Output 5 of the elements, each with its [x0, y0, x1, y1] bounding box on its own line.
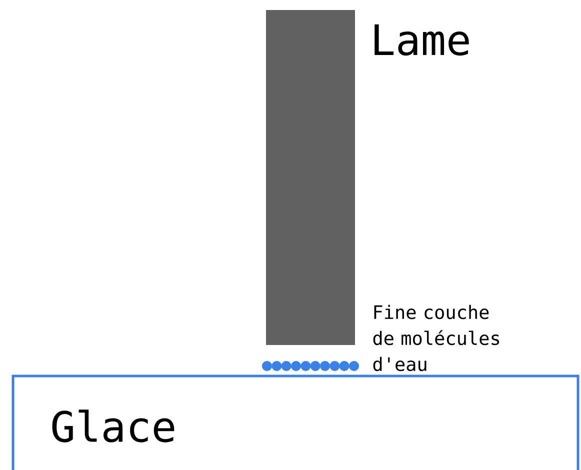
water-molecules — [262, 360, 359, 371]
blade-label: Lame — [374, 24, 469, 56]
ice-block: Glace — [12, 374, 580, 470]
layer-label: Fine couche de molécules d'eau — [373, 304, 500, 372]
blade — [266, 10, 355, 345]
